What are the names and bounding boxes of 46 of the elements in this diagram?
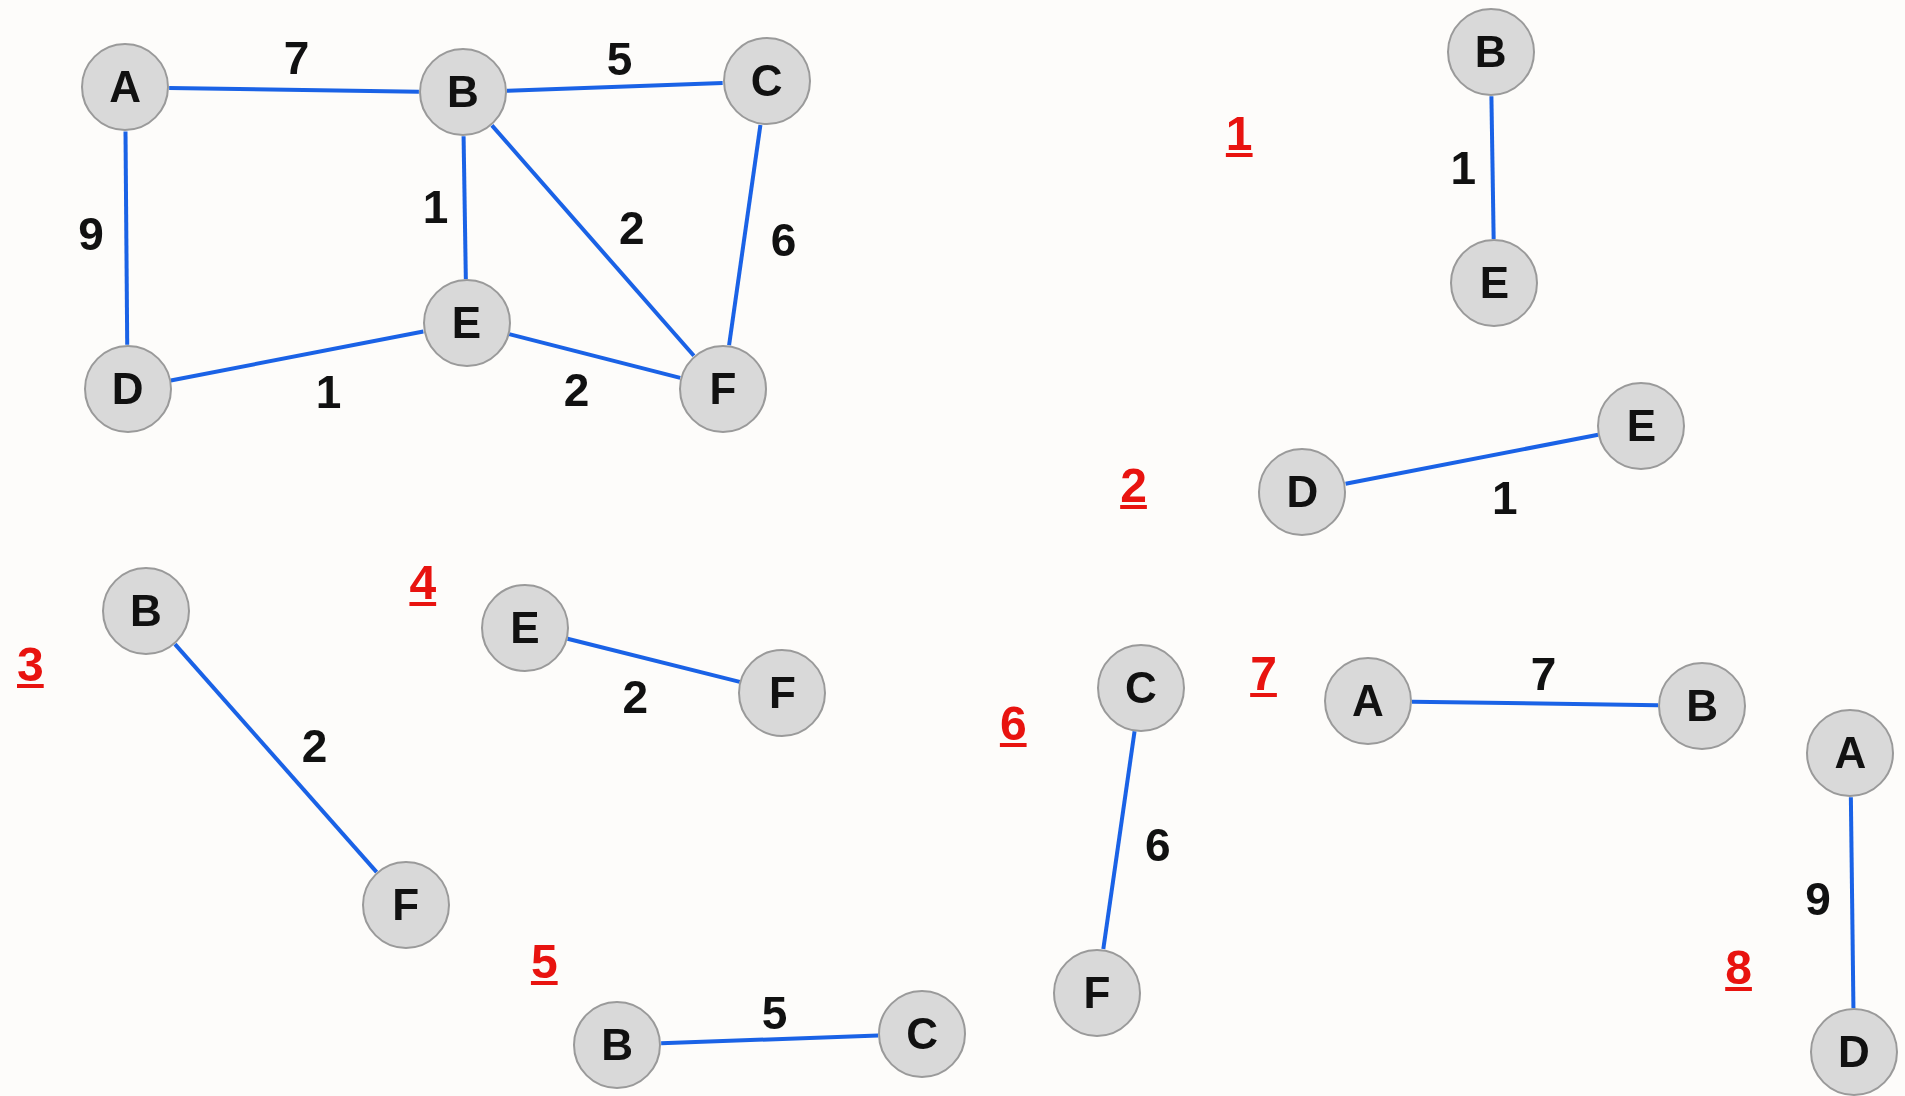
graph-edge: [123, 131, 130, 345]
graph-edge: [508, 332, 681, 380]
vertex-circle: E: [1450, 239, 1539, 328]
vertex-circle: D: [1258, 448, 1347, 537]
vertex-circle: A: [81, 43, 170, 132]
vertex-circle: A: [1324, 657, 1412, 745]
vertex-circle: F: [738, 648, 827, 737]
step-number: 7: [1250, 650, 1277, 699]
graph-edge: [727, 124, 763, 346]
vertex-circle: B: [418, 48, 507, 137]
vertex-circle: C: [1096, 643, 1185, 732]
vertex-circle: B: [573, 1000, 662, 1089]
vertex-circle: E: [1597, 382, 1686, 471]
step-number: 3: [17, 640, 44, 689]
graph-edge: [1101, 730, 1137, 950]
vertex-circle: F: [361, 861, 450, 950]
vertex-circle: B: [1446, 8, 1535, 97]
step-number: 1: [1225, 109, 1253, 158]
vertex-circle: A: [1806, 709, 1895, 798]
vertex-circle: F: [1053, 948, 1142, 1037]
graph-edge: [490, 124, 696, 357]
step-number: 5: [530, 938, 558, 987]
graph-edge: [1345, 432, 1599, 486]
step-number: 2: [1120, 461, 1147, 510]
graph-edge: [173, 642, 379, 874]
graph-edge: [1489, 96, 1496, 240]
vertex-circle: E: [480, 584, 569, 673]
graph-edge: [661, 1033, 879, 1046]
step-number: 6: [999, 700, 1027, 749]
vertex-circle: C: [722, 37, 811, 126]
vertex-circle: B: [1658, 661, 1747, 750]
graph-edge: [169, 86, 419, 94]
graph-edge: [506, 81, 723, 93]
vertex-circle: D: [1809, 1008, 1898, 1096]
step-number: 8: [1725, 944, 1752, 993]
step-number: 4: [409, 559, 437, 608]
graph-edge: [567, 636, 741, 684]
vertex-circle: D: [83, 344, 172, 433]
vertex-circle: B: [101, 567, 190, 656]
graph-edge: [1411, 699, 1659, 708]
vertex-circle: E: [422, 279, 511, 368]
vertex-circle: F: [678, 344, 767, 433]
graph-edge: [461, 136, 468, 280]
graph-edge: [170, 329, 424, 383]
graph-edge: [1848, 797, 1856, 1009]
vertex-circle: C: [878, 989, 967, 1078]
